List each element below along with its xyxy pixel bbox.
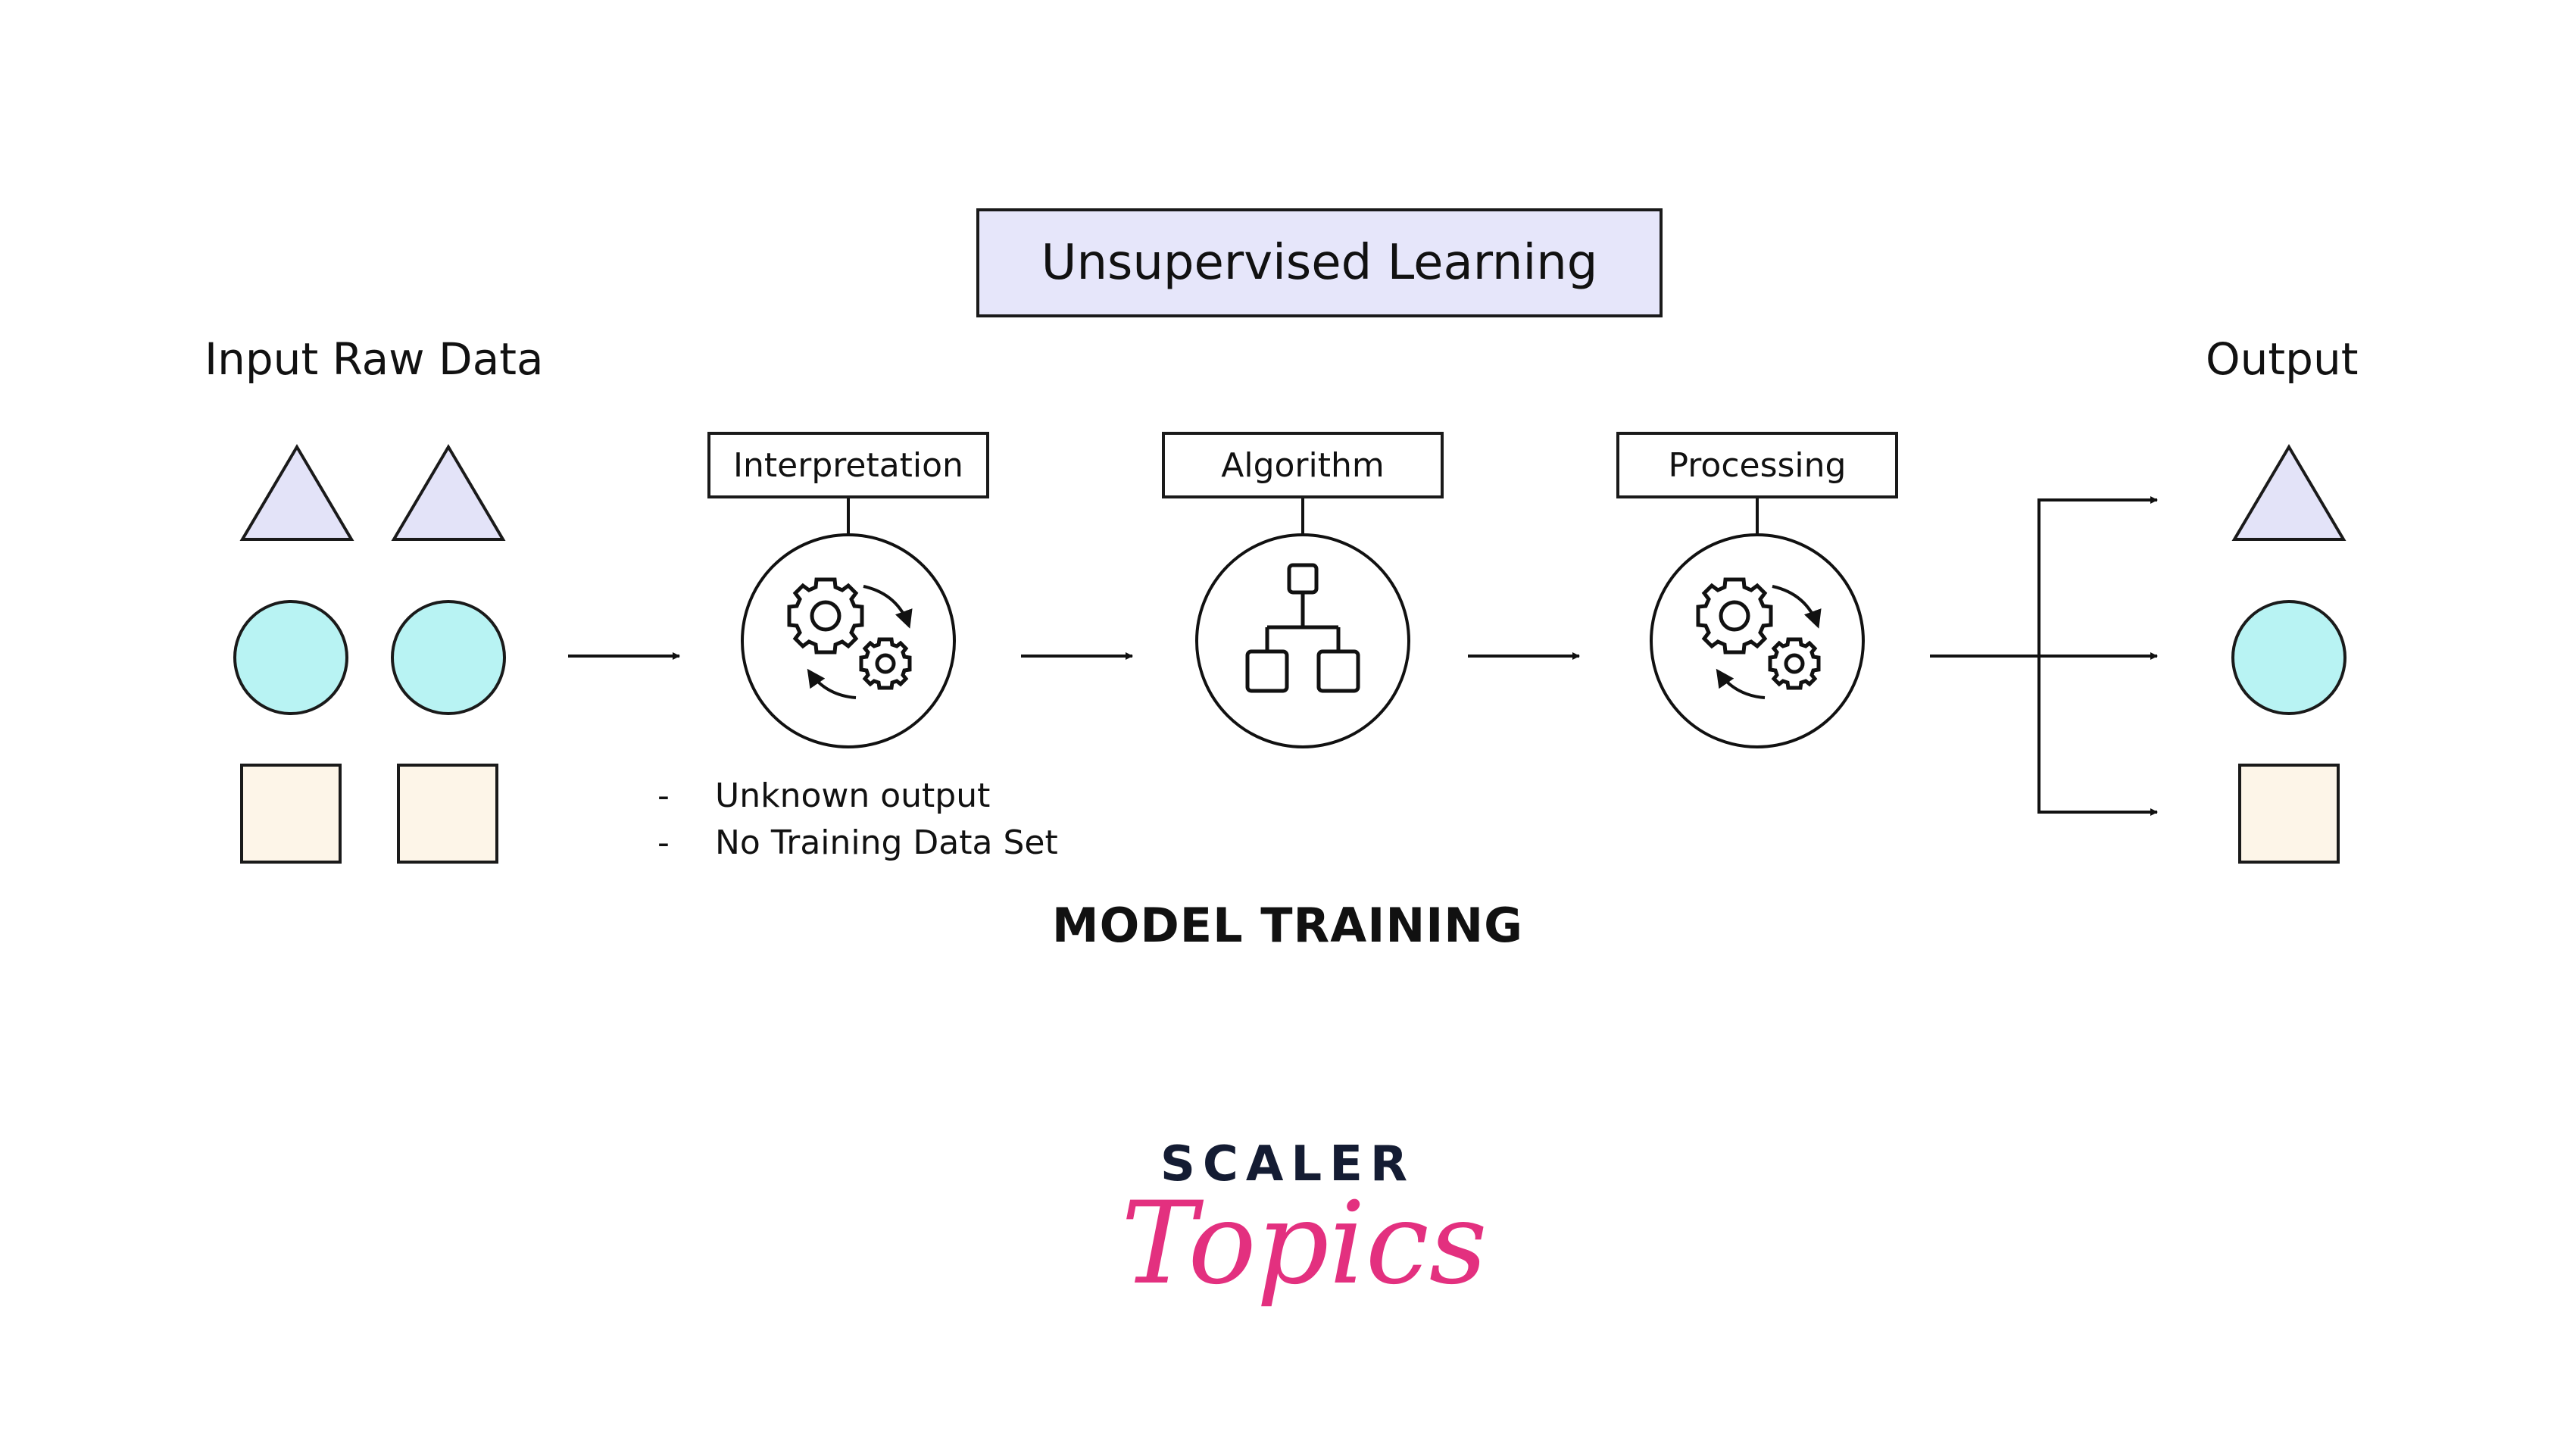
note-unknown-output: Unknown output: [715, 776, 991, 815]
stage-label-processing: Processing: [1616, 432, 1898, 498]
stage-circle-processing: [1650, 533, 1865, 748]
input-square-1: [240, 764, 342, 864]
note-bullet: -: [657, 776, 670, 815]
output-heading: Output: [2206, 333, 2359, 385]
title-box: Unsupervised Learning: [976, 208, 1663, 317]
stage-label-text: Processing: [1668, 445, 1847, 485]
input-triangle-2: [391, 444, 506, 541]
stage-label-text: Algorithm: [1221, 445, 1385, 485]
gears-cycle-icon: [789, 580, 913, 699]
stage-label-text: Interpretation: [733, 445, 963, 485]
input-triangle-1: [239, 444, 354, 541]
stage-circle-algorithm: [1195, 533, 1410, 748]
input-heading: Input Raw Data: [205, 333, 544, 385]
output-square: [2238, 764, 2340, 864]
stage-label-interpretation: Interpretation: [707, 432, 989, 498]
stage-circle-interpretation: [741, 533, 956, 748]
input-square-2: [397, 764, 498, 864]
input-circle-2: [391, 600, 506, 715]
stage-label-algorithm: Algorithm: [1162, 432, 1444, 498]
model-training-label: MODEL TRAINING: [1051, 898, 1524, 953]
input-circle-1: [233, 600, 348, 715]
note-bullet: -: [657, 823, 670, 862]
flowchart-icon: [1245, 563, 1360, 693]
gears-cycle-icon: [1698, 580, 1822, 699]
note-no-training-data: No Training Data Set: [715, 823, 1058, 862]
logo-topics: Topics: [1121, 1178, 1488, 1310]
diagram-title: Unsupervised Learning: [1041, 235, 1598, 291]
output-triangle: [2231, 444, 2347, 541]
logo-scaler: SCALER: [1160, 1136, 1416, 1192]
output-circle: [2231, 600, 2347, 715]
